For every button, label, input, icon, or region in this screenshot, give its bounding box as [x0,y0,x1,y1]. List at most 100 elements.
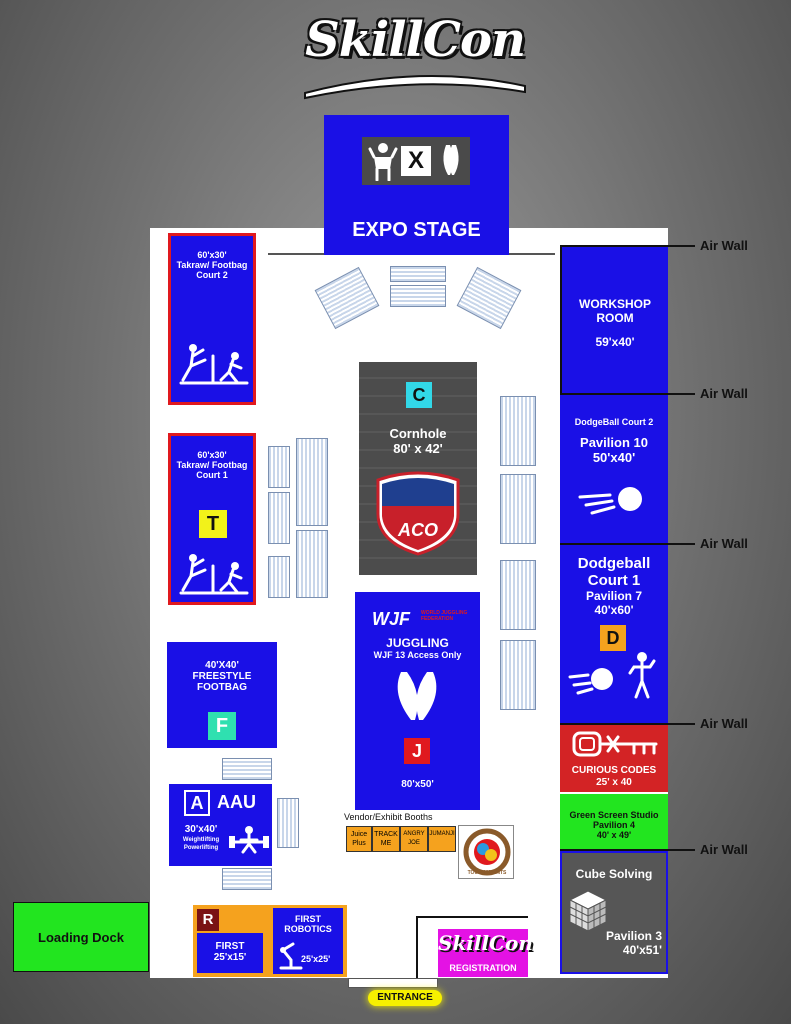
first-robotics-zone[interactable]: FIRST ROBOTICS 25'x25' [273,908,343,974]
workshop-size: 59'x40' [595,335,635,349]
bleacher [296,530,328,598]
curious-codes-key-icon [572,731,658,757]
greenscreen-pavilion: Pavilion 4 [592,820,636,830]
cornhole-area[interactable]: C Cornhole 80' x 42' ACO [359,362,477,575]
dodge2-size: 50'x40' [592,450,636,465]
bleacher [268,492,290,544]
takraw1-badge: T [199,510,227,538]
workshop-room[interactable]: WORKSHOP ROOM 59'x40' [560,247,668,393]
aau-powerlifting: Powerlifting [183,845,219,851]
dodge2-pavilion: Pavilion 10 [580,435,648,450]
aau-title: AAU [217,792,256,812]
juggling-clubs-icon [397,672,437,720]
strongman-icon [368,143,398,181]
takraw-players-icon [179,344,249,385]
registration-label: REGISTRATION [449,963,517,973]
aau-size: 30'x40' [184,824,218,835]
registration-wall [416,916,528,918]
bleacher [500,474,536,544]
rubiks-cube-icon [568,890,608,932]
registration-wall-side [416,916,418,978]
first-area[interactable]: R FIRST 25'x15' FIRST ROBOTICS 25'x25' [193,905,347,977]
bleacher [268,446,290,488]
first-robotics-size: 25'x25' [301,954,331,964]
first-label: FIRST [215,941,245,952]
skillcon-logo: SkillCon [290,6,540,100]
workshop-title: WORKSHOP [579,297,651,311]
bleacher [268,556,290,598]
air-wall-line-2 [560,393,695,395]
takraw-players-icon [179,554,249,595]
expo-stage-label: EXPO STAGE [352,219,481,241]
takraw1-title: Takraw/ Footbag [176,460,248,470]
dodge1-size: 40'x60' [594,603,634,617]
cube-title: Cube Solving [575,867,653,881]
dodgeball-court-2[interactable]: DodgeBall Court 2 Pavilion 10 50'x40' [560,395,668,543]
first-size: 25'x15' [213,952,247,963]
bleacher [296,438,328,526]
air-wall-label-3: Air Wall [700,536,748,551]
first-robotics-title: FIRST [295,914,321,924]
weightlifter-icon [229,826,269,854]
freestyle-size: 40'X40' [205,660,239,671]
first-badge: R [197,909,219,931]
takraw-court-2[interactable]: 60'x30' Takraw/ Footbag Court 2 [168,233,256,405]
entrance-label[interactable]: ENTRANCE [368,990,442,1006]
cube-solving[interactable]: Cube Solving Pavilion 3 40'x51' [560,851,668,974]
logo-text: SkillCon [305,12,526,68]
bleacher [222,758,272,780]
takraw2-court: Court 2 [196,270,228,280]
freestyle-title: FREESTYLE [192,671,252,682]
first-zone[interactable]: FIRST 25'x15' [197,933,263,973]
wjf-logo: WJF [372,609,410,629]
registration-desk[interactable]: SkillCon REGISTRATION [438,929,533,977]
dodge1-court: Court 1 [587,572,641,589]
vendor-booth-jumanji[interactable]: JUMANJI [428,826,456,852]
aau-weightlifting: Weightlifting [182,837,220,843]
bleacher [277,798,299,848]
freestyle-footbag[interactable]: 40'X40' FREESTYLE FOOTBAG F [167,642,277,748]
expo-stage[interactable]: X EXPO STAGE [324,115,509,255]
air-wall-line-4 [560,723,695,725]
workshop-title2: ROOM [596,311,634,325]
curious-codes[interactable]: CURIOUS CODES 25' x 40 [560,725,668,792]
air-wall-line-5 [560,849,695,851]
air-wall-line-1 [560,245,695,247]
aau-area[interactable]: A AAU 30'x40' Weightlifting Powerlifting [169,784,272,866]
aau-badge: A [184,790,210,816]
dodge1-pavilion: Pavilion 7 [585,589,643,603]
tournament-booth[interactable]: TOURNAMENTS [458,825,514,879]
air-wall-line-3 [560,543,695,545]
air-wall-label-2: Air Wall [700,386,748,401]
green-screen-studio[interactable]: Green Screen Studio Pavilion 4 40' x 49' [560,794,668,849]
dodge1-title: Dodgeball [577,555,651,572]
dodgeball-icon [578,487,642,515]
juggling-size: 80'x50' [401,779,434,790]
bleacher [222,868,272,890]
registration-logo: SkillCon [438,931,533,955]
air-wall-label-4: Air Wall [700,716,748,731]
cornhole-title: Cornhole [389,426,447,441]
juggling-title: JUGGLING [386,636,449,650]
takraw1-size: 60'x30' [197,450,227,460]
first-robotics-title2: ROBOTICS [284,924,332,934]
takraw-court-1[interactable]: 60'x30' Takraw/ Footbag Court 1 T [168,433,256,605]
greenscreen-size: 40' x 49' [596,830,632,840]
bleacher [500,560,536,630]
tournament-logo-icon [463,828,511,876]
dodgeball-court-1[interactable]: Dodgeball Court 1 Pavilion 7 40'x60' D [560,545,668,723]
juggling-area[interactable]: WJF WORLD JUGGLING FEDERATION JUGGLING W… [355,592,480,810]
aco-logo-text: ACO [398,520,438,540]
loading-dock[interactable]: Loading Dock [13,902,149,972]
air-wall-label-5: Air Wall [700,842,748,857]
dodge1-badge: D [600,625,626,651]
cornhole-badge: C [406,382,432,408]
curious-title: CURIOUS CODES [571,765,657,776]
juggling-clubs-icon [443,145,459,175]
takraw2-size: 60'x30' [197,250,227,260]
juggling-badge: J [404,738,430,764]
